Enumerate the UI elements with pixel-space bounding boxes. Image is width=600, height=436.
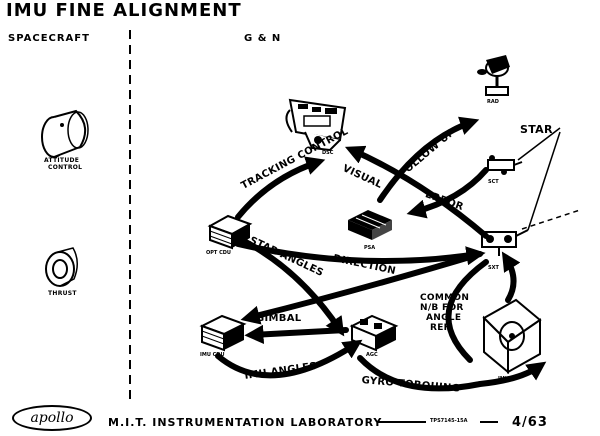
rad-label: RAD (487, 99, 499, 105)
tracking-control-arrow (235, 156, 326, 220)
page-title: IMU FINE ALIGNMENT (6, 0, 242, 21)
attitude-label-2: CONTROL (48, 164, 83, 171)
direction-arrow (235, 241, 486, 266)
imu-gimbal-icon (482, 298, 542, 375)
agc-box-icon (349, 314, 399, 352)
psa-label: PSA (364, 245, 376, 251)
imu-feedback-arrow (501, 251, 521, 303)
star-label: STAR (520, 123, 553, 136)
document-reference: TPS7145-15A (430, 418, 468, 424)
follow-up-arrow (377, 116, 480, 203)
radar-antenna-icon (477, 55, 510, 96)
sxt-label: SXT (488, 265, 499, 271)
imu-cdu-label: IMU CDU (200, 352, 225, 358)
flow-arrows (215, 116, 547, 392)
agc-label: AGC (366, 352, 378, 358)
dsc-console-icon (285, 98, 347, 152)
imu-cdu-box-icon (199, 314, 247, 352)
opt-cdu-label: OPT CDU (206, 250, 231, 256)
attitude-label-1: ATTITUDE (44, 157, 80, 164)
imu-label: IMU (498, 376, 509, 382)
spacecraft-column-header: SPACECRAFT (8, 33, 90, 44)
common-ref-label-2: N/B FOR (420, 303, 464, 313)
sxt-to-agc-arrow (240, 251, 483, 325)
imu-angles-arrow (215, 339, 363, 379)
sct-telescope-icon (487, 155, 523, 175)
error-arrow (406, 167, 489, 219)
gn-column-header: G & N (244, 33, 282, 44)
lab-name: M.I.T. INSTRUMENTATION LABORATORY (108, 416, 383, 429)
common-ref-label-4: REF (430, 323, 451, 333)
gimbal-label: GIMBAL (256, 313, 302, 324)
sct-label: SCT (488, 179, 499, 185)
common-ref-label-1: COMMON (420, 293, 470, 303)
sxt-sextant-icon (481, 229, 529, 256)
gimbal-arrow (244, 324, 349, 344)
visual-arrow (344, 145, 489, 239)
star-sight-lines (517, 127, 581, 231)
thrust-nozzle-icon (45, 247, 78, 287)
common-ref-label-3: ANGLE (426, 313, 462, 323)
gyro-torquing-arrow (357, 355, 547, 392)
psa-box-icon (348, 210, 392, 240)
page-number: 4/63 (512, 415, 548, 430)
attitude-control-icon (41, 109, 89, 158)
common-ref-arrow (445, 259, 489, 363)
thrust-label: THRUST (48, 290, 77, 297)
apollo-logo: apollo (12, 405, 92, 431)
star-angles-arrow (239, 237, 345, 337)
dsc-label: DSC (322, 150, 334, 156)
